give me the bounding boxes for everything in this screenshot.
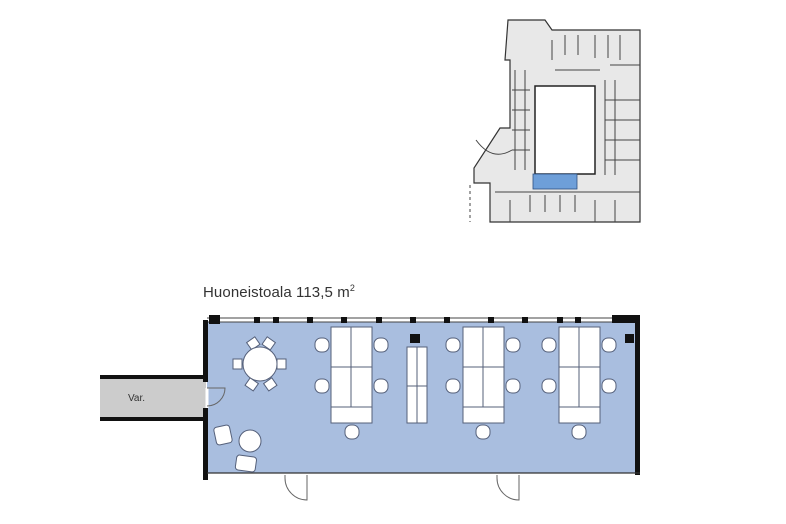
- desk-group-1: [314, 326, 389, 440]
- storage-room: [100, 375, 206, 421]
- storage-label: Var.: [128, 393, 146, 404]
- door-bottom-1: [284, 475, 308, 501]
- courtyard: [534, 85, 596, 175]
- right-wall: [635, 315, 640, 475]
- desk-group-3: [541, 326, 617, 440]
- door-bottom-2: [496, 475, 520, 501]
- round-table: [232, 336, 287, 392]
- column: [410, 334, 420, 343]
- area-label: Huoneistoala 113,5 m: [203, 284, 350, 301]
- cabinet: [406, 346, 428, 424]
- area-unit-superscript: 2: [349, 283, 355, 293]
- window-wall: [207, 315, 639, 324]
- door-left: [205, 387, 226, 408]
- selected-unit-highlight: [532, 173, 578, 190]
- desk-group-2: [445, 326, 521, 440]
- lounge: [213, 424, 262, 473]
- left-wall: [203, 320, 208, 480]
- area-title: Huoneistoala 113,5 m2: [203, 283, 355, 301]
- column: [625, 334, 634, 343]
